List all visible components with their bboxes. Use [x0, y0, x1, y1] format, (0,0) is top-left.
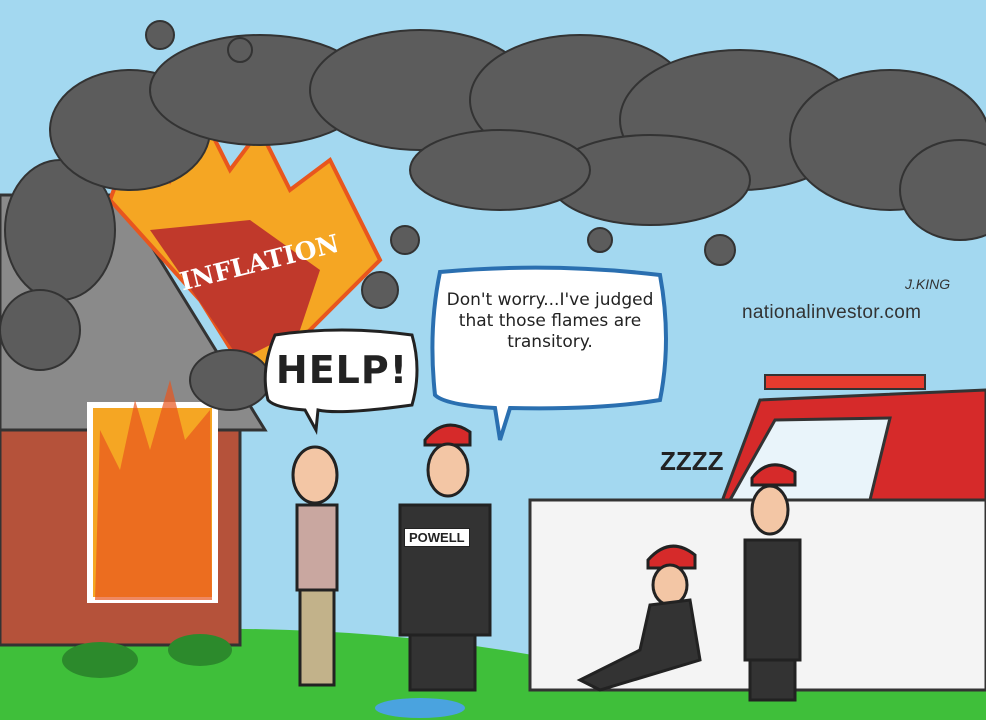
bush [168, 634, 232, 666]
artist-signature: J.KING [905, 276, 951, 292]
sleeping-firefighter [576, 544, 702, 692]
roof-fire-core [150, 220, 320, 360]
website-credit: nationalinvestor.com [742, 302, 922, 323]
powell-bubble-shape [430, 265, 668, 441]
firefighter-with-phone [743, 463, 802, 702]
window-flames [95, 380, 212, 600]
powell-badge: POWELL [404, 528, 470, 547]
bush [62, 642, 138, 678]
truck-lights [764, 374, 926, 390]
smoke-cloud [0, 20, 986, 411]
sleep-z-text: ZZZZ [660, 446, 724, 476]
grass [0, 628, 986, 720]
help-bubble-text: HELP! [275, 348, 409, 392]
man-screaming [291, 445, 339, 687]
powell-bubble-text: Don't worry...I've judged that those fla… [446, 290, 654, 352]
powell-firefighter [398, 423, 492, 692]
water-puddle [375, 698, 465, 718]
help-bubble-shape [263, 328, 419, 435]
